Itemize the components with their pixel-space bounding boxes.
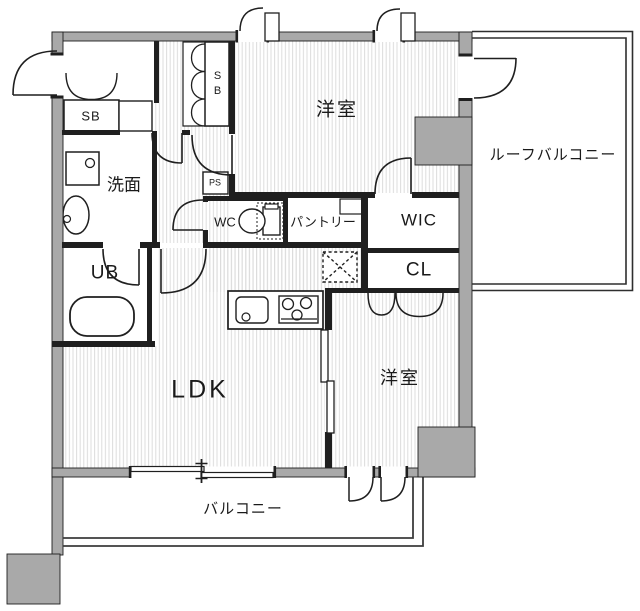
ceiling-storage-icon (322, 251, 358, 283)
label-pipe-space: PS (208, 177, 222, 188)
room-label-washroom: 洗面 (107, 175, 141, 195)
room-label-balcony: バルコニー (203, 500, 283, 518)
door-swings (12, 7, 517, 502)
washing-machine-icon (65, 151, 100, 186)
entrance-door-icon (12, 50, 58, 96)
room-label-wic: WIC (400, 210, 438, 230)
sliding-window (130, 459, 274, 483)
room-label-ldk: LDK (171, 375, 229, 404)
washroom-door-leaf (118, 100, 153, 132)
interior-walls (52, 41, 459, 468)
unit-bath-door-icon (102, 248, 140, 286)
closet-folding-doors-icon (367, 292, 444, 318)
room-label-bedroom-bottom: 洋室 (380, 368, 420, 388)
room-label-roof-balcony: ルーフバルコニー (489, 146, 617, 164)
sliding-partition (320, 329, 335, 434)
hall-shoebox (204, 41, 230, 127)
hall-closet-doors-icon (190, 43, 206, 127)
room-label-wc: WC (214, 214, 236, 230)
room-label-unit-bath: UB (90, 262, 120, 284)
stove-icon (278, 295, 319, 324)
fixtures (62, 151, 324, 337)
washroom-door-icon (151, 132, 183, 164)
balcony-outline (63, 477, 424, 547)
wic-door-icon (374, 157, 412, 195)
hall-ldk-door-icon (160, 248, 207, 294)
bedroom-top-door-icon (191, 134, 233, 176)
kitchen-counter (227, 290, 324, 330)
kitchen-sink-icon (235, 296, 269, 324)
room-label-pantry: パントリー (290, 214, 356, 230)
bathtub-icon (69, 296, 135, 337)
pillar-block (414, 116, 473, 166)
roof-balcony-door-icon (473, 57, 517, 99)
wc-door-icon (172, 199, 204, 231)
bedroom-bottom-window-icons (348, 476, 406, 502)
balcony-corner-block (6, 553, 61, 605)
pillar-block (417, 426, 476, 478)
pantry-duct-box (339, 198, 363, 215)
room-label-bedroom-top: 洋室 (315, 99, 359, 121)
room-label-closet: CL (405, 259, 433, 281)
roof-balcony-outline (472, 30, 634, 292)
top-window-icons (239, 7, 416, 42)
label-shoebox-foyer: SB (81, 108, 101, 124)
toilet-icon (238, 202, 284, 240)
label-shoebox-hall: SB (211, 70, 224, 100)
foyer-shoebox-doors-icon (65, 72, 118, 101)
